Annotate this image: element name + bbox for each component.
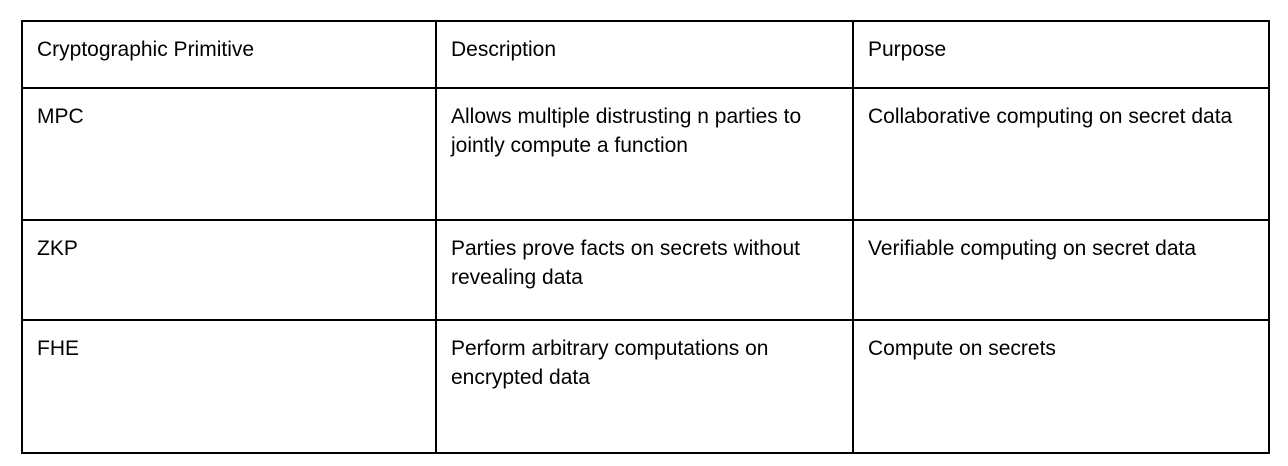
cell-primitive: ZKP bbox=[21, 219, 437, 321]
cell-purpose: Compute on secrets bbox=[852, 319, 1270, 454]
cell-purpose: Verifiable computing on secret data bbox=[852, 219, 1270, 321]
column-header-primitive-label: Cryptographic Primitive bbox=[37, 38, 255, 61]
table-row: FHE Perform arbitrary computations on en… bbox=[21, 319, 1270, 454]
cell-primitive-text: MPC bbox=[37, 105, 84, 128]
table-header: Cryptographic Primitive Description Purp… bbox=[21, 20, 1270, 89]
cell-primitive-text: FHE bbox=[37, 337, 79, 360]
table-row: ZKP Parties prove facts on secrets witho… bbox=[21, 219, 1270, 321]
cell-description-text: Allows multiple distrusting n parties to… bbox=[451, 105, 802, 157]
cell-description: Allows multiple distrusting n parties to… bbox=[435, 87, 854, 221]
cell-purpose: Collaborative computing on secret data bbox=[852, 87, 1270, 221]
cell-description: Perform arbitrary computations on encryp… bbox=[435, 319, 854, 454]
cell-description-text: Parties prove facts on secrets without r… bbox=[451, 237, 800, 289]
cell-purpose-text: Verifiable computing on secret data bbox=[868, 237, 1197, 260]
column-header-description: Description bbox=[435, 20, 854, 89]
table-body: MPC Allows multiple distrusting n partie… bbox=[21, 87, 1270, 454]
table-header-row: Cryptographic Primitive Description Purp… bbox=[21, 20, 1270, 89]
column-header-purpose-label: Purpose bbox=[868, 38, 947, 61]
cell-description-text: Perform arbitrary computations on encryp… bbox=[451, 337, 769, 389]
cell-primitive: MPC bbox=[21, 87, 437, 221]
column-header-primitive: Cryptographic Primitive bbox=[21, 20, 437, 89]
cell-purpose-text: Collaborative computing on secret data bbox=[868, 105, 1233, 128]
cell-description: Parties prove facts on secrets without r… bbox=[435, 219, 854, 321]
cryptographic-primitives-table: Cryptographic Primitive Description Purp… bbox=[21, 20, 1270, 454]
table-row: MPC Allows multiple distrusting n partie… bbox=[21, 87, 1270, 221]
cell-primitive-text: ZKP bbox=[37, 237, 78, 260]
cell-purpose-text: Compute on secrets bbox=[868, 337, 1056, 360]
column-header-purpose: Purpose bbox=[852, 20, 1270, 89]
cell-primitive: FHE bbox=[21, 319, 437, 454]
column-header-description-label: Description bbox=[451, 38, 557, 61]
